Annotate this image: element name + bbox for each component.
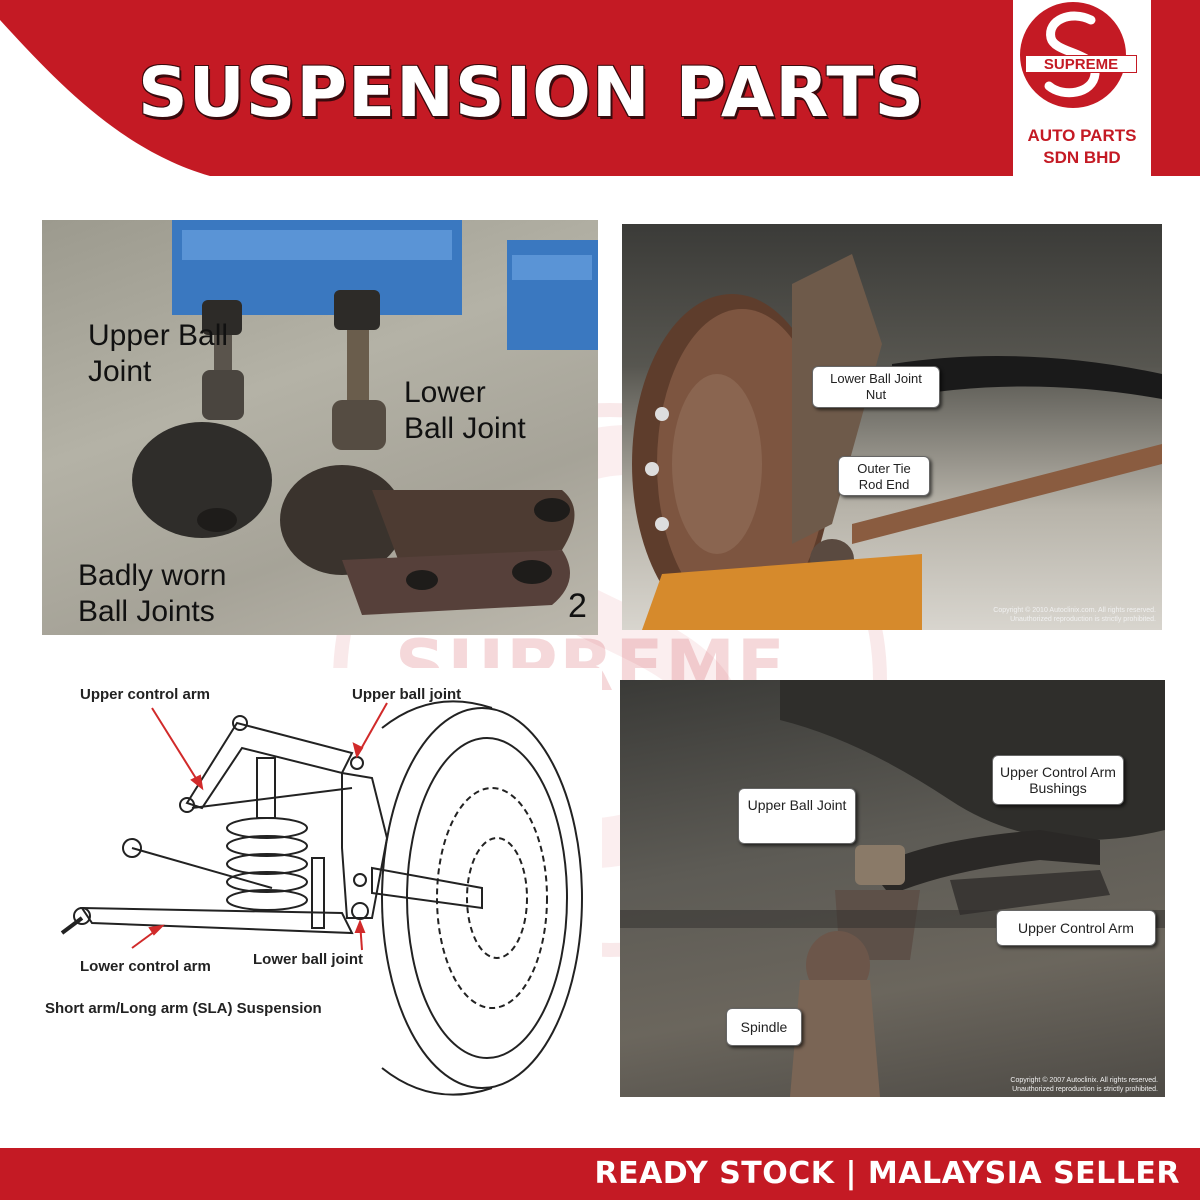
ball-joints-photo: Upper Ball Joint Lower Ball Joint Badly … (42, 220, 598, 635)
photo4-copyright: Copyright © 2007 Autoclinix. All rights … (920, 1076, 1158, 1094)
logo-company-line2: SDN BHD (1043, 148, 1121, 167)
photo-number-label: 2 (568, 587, 587, 625)
upper-control-arm-label: Upper Control Arm (996, 910, 1156, 946)
photo2-copyright: Copyright © 2010 Autoclinix.com. All rig… (922, 606, 1156, 624)
photo4-copyright-line1: Copyright © 2007 Autoclinix. All rights … (1010, 1077, 1158, 1084)
tie-rod-photo: Lower Ball Joint Nut Outer Tie Rod End C… (622, 224, 1162, 630)
upper-ball-joint-label: Upper Ball Joint (88, 319, 229, 388)
footer-banner: READY STOCK | MALAYSIA SELLER (0, 1148, 1200, 1200)
upper-control-arm-bushings-label: Upper Control Arm Bushings (992, 755, 1124, 805)
upper-control-arm-photo: Upper Ball Joint Upper Control Arm Bushi… (620, 680, 1165, 1097)
sla-suspension-drawing (60, 700, 583, 1096)
control-arm-illustration (620, 680, 1165, 1097)
brake-rotor-illustration (632, 254, 1162, 630)
header-background (0, 0, 1200, 176)
spindle-label: Spindle (726, 1008, 802, 1046)
ball-joints-illustration (132, 220, 598, 615)
outer-tie-rod-end-label: Outer Tie Rod End (838, 456, 930, 496)
photo2-copyright-line1: Copyright © 2010 Autoclinix.com. All rig… (993, 607, 1156, 614)
badly-worn-label: Badly worn Ball Joints (78, 559, 227, 628)
sla-suspension-diagram: Upper control arm Upper ball joint Lower… (42, 668, 602, 1098)
company-logo: SUPREME AUTO PARTS SDN BHD (1013, 0, 1151, 176)
lower-ball-joint-label: Lower Ball Joint (404, 376, 526, 445)
sla-suspension-caption: Short arm/Long arm (SLA) Suspension (45, 1000, 322, 1017)
lower-ball-joint-nut-label: Lower Ball Joint Nut (812, 366, 940, 408)
upper-control-arm-label: Upper control arm (80, 686, 211, 703)
header-banner: SUSPENSION PARTS SUPREME AUTO PARTS SDN … (0, 0, 1200, 185)
upper-ball-joint-diagram-label: Upper ball joint (352, 686, 462, 703)
footer-text: READY STOCK | MALAYSIA SELLER (594, 1156, 1180, 1191)
page-title: SUSPENSION PARTS (138, 53, 926, 133)
photo4-copyright-line2: Unauthorized reproduction is strictly pr… (1012, 1086, 1158, 1093)
logo-brand-name: SUPREME (1025, 55, 1137, 73)
lower-control-arm-label: Lower control arm (80, 958, 211, 975)
lower-ball-joint-diagram-label: Lower ball joint (253, 951, 364, 968)
logo-company-line1: AUTO PARTS (1027, 126, 1137, 145)
photo2-copyright-line2: Unauthorized reproduction is strictly pr… (1010, 616, 1156, 623)
upper-ball-joint-photo-label: Upper Ball Joint (738, 788, 856, 844)
